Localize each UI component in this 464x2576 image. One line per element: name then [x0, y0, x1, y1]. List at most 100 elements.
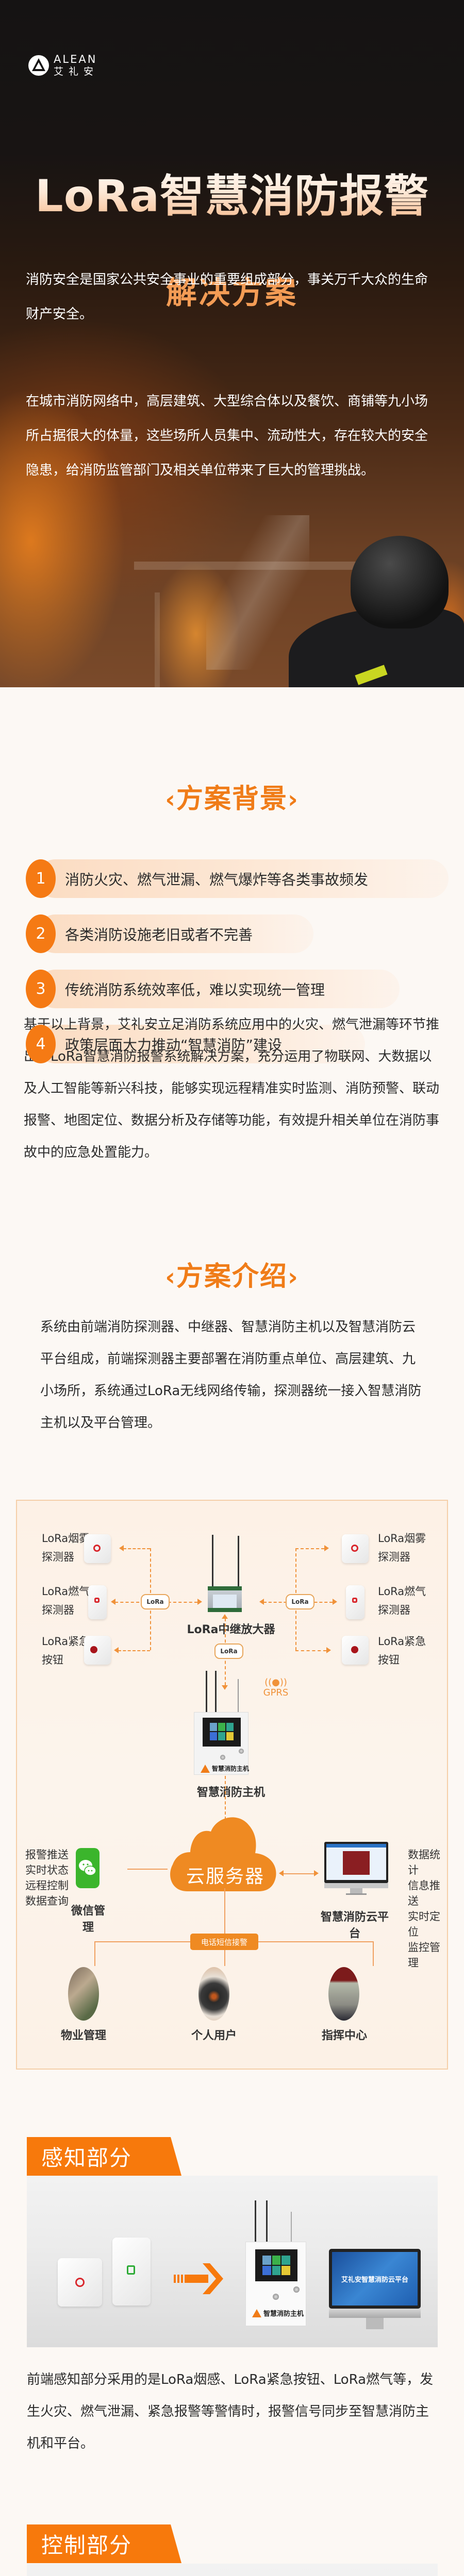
- left-gas-detector-image: [88, 1585, 107, 1619]
- alean-logo-icon: [201, 1764, 210, 1773]
- list-item-number: 3: [26, 970, 56, 1008]
- right-emergency-button-label: LoRa紧急按钮: [378, 1635, 426, 1666]
- chevron-right-icon: ›: [288, 1263, 299, 1292]
- relay-label: LoRa中继放大器: [187, 1623, 275, 1636]
- host-antenna-rod: [238, 1679, 239, 1712]
- page-title: LoRa智慧消防报警: [0, 160, 464, 224]
- left-connector-bottom: [118, 1650, 150, 1651]
- cloud-to-platform-line: [282, 1873, 314, 1874]
- left-smoke-detector-image: [84, 1534, 111, 1563]
- wechat-icon: [76, 1848, 100, 1888]
- host-antenna-right: [266, 2200, 268, 2242]
- list-item-pill: [36, 914, 313, 953]
- list-item: 4 政策层面大力推动“智慧消防”建设: [26, 1025, 368, 1063]
- platform-features: 数据统计 信息推送 实时定位 监控管理: [408, 1849, 440, 1969]
- list-item: 1 消防火灾、燃气泄漏、燃气爆炸等各类事故频发: [26, 859, 449, 898]
- relay-antenna-left: [212, 1535, 213, 1586]
- arrow-right-icon: [174, 2263, 223, 2294]
- sensing-photo: 智慧消防主机 艾礼安智慧消防云平台: [27, 2176, 438, 2347]
- hero-paragraph-1: 消防安全是国家公共安全事业的重要组成部分，事关万千大众的生命财产安全。: [26, 272, 428, 322]
- arrow-left-icon: [279, 1870, 284, 1876]
- arrow-left-icon: [111, 1599, 115, 1605]
- brand-logo: ALEAN 艾礼安: [28, 54, 98, 77]
- section-heading-text: 方案介绍: [176, 1261, 288, 1292]
- list-item: 2 各类消防设施老旧或者不完善: [26, 914, 368, 953]
- right-gas-detector-label: LoRa燃气探测器: [378, 1585, 426, 1616]
- left-emergency-button-image: [84, 1636, 111, 1665]
- left-emergency-button-label: LoRa紧急按钮: [42, 1635, 90, 1666]
- system-architecture-diagram: LoRa烟雾探测器 LoRa燃气探测器 LoRa紧急按钮 LoRa烟雾探测器 L…: [16, 1500, 448, 2070]
- alean-logo-icon: [28, 55, 49, 76]
- arrow-right-icon: [324, 1545, 329, 1551]
- personal-user-photo: [198, 1967, 229, 2021]
- hero-firefighter-helmet: [351, 536, 449, 629]
- right-emergency-button-image: [342, 1636, 369, 1665]
- smart-fire-host-image: 智慧消防主机: [194, 1712, 249, 1775]
- list-item-text: 消防火灾、燃气泄漏、燃气爆炸等各类事故频发: [65, 871, 369, 888]
- monitor-stand: [366, 2318, 384, 2329]
- list-item-number: 1: [26, 859, 56, 898]
- relay-antenna-right: [238, 1536, 239, 1586]
- arrow-down-icon: [222, 1685, 228, 1690]
- cloud-platform-monitor-image: [324, 1842, 388, 1895]
- smoke-detector-image: [58, 2258, 102, 2307]
- hero-bg-post: [155, 592, 160, 687]
- alean-logo-icon: [252, 2309, 261, 2317]
- arrow-right-icon: [333, 1599, 337, 1605]
- page-subtitle: 解决方案: [166, 275, 298, 311]
- background-summary: 基于以上背景，艾礼安立足消防系统应用中的火灾、燃气泄漏等环节推出了LoRa智慧消…: [24, 1017, 440, 1160]
- intro-text: 系统由前端消防探测器、中继器、智慧消防主机以及智慧消防云平台组成，前端探测器主要…: [40, 1319, 422, 1431]
- lora-badge-right: LoRa: [286, 1594, 314, 1609]
- receiver-label-command: 指挥中心: [321, 2029, 367, 2042]
- list-item-text: 传统消防系统效率低，难以实现统一管理: [65, 981, 325, 998]
- lora-badge-left: LoRa: [141, 1594, 170, 1609]
- section-heading-background: ‹方案背景›: [0, 777, 464, 816]
- platform-label: 智慧消防云平台: [320, 1911, 389, 1940]
- right-smoke-detector-label: LoRa烟雾探测器: [378, 1532, 426, 1563]
- hero-paragraph-2: 在城市消防网络中，高层建筑、大型综合体以及餐饮、商铺等九小场所占据很大的体量，这…: [26, 394, 428, 478]
- hero-bg-railing: [134, 562, 423, 570]
- gprs-label: GPRS: [263, 1687, 289, 1698]
- host-antenna-rod: [291, 2212, 292, 2243]
- arrow-up-icon: [222, 1614, 228, 1619]
- arrow-left-icon: [119, 1545, 124, 1551]
- wechat-features: 报警推送 实时状态 远程控制 数据查询: [25, 1849, 69, 1907]
- control-photo: 智慧消防主机: [27, 2564, 438, 2576]
- brand-name-cn: 艾礼安: [54, 66, 99, 77]
- alert-branch-center: [224, 1949, 225, 1966]
- list-item-pill: [36, 859, 449, 898]
- property-management-photo: [68, 1967, 99, 2021]
- arrow-left-icon: [114, 1647, 119, 1653]
- section-heading-text: 方案背景: [176, 784, 288, 815]
- right-connector-bottom: [295, 1650, 326, 1651]
- arrow-right-icon: [314, 1870, 319, 1876]
- list-item-text: 政策层面大力推动“智慧消防”建设: [65, 1036, 283, 1054]
- host-antenna-right: [215, 1671, 217, 1712]
- sensing-text: 前端感知部分采用的是LoRa烟感、LoRa紧急按钮、LoRa燃气等，发生火灾、燃…: [27, 2372, 434, 2451]
- command-center-photo: [328, 1967, 359, 2021]
- left-smoke-detector-label: LoRa烟雾探测器: [42, 1532, 90, 1563]
- arrow-left-icon: [259, 1599, 264, 1605]
- lora-badge-center: LoRa: [214, 1643, 243, 1659]
- left-gas-detector-label: LoRa燃气探测器: [42, 1585, 90, 1616]
- chevron-left-icon: ‹: [165, 1263, 176, 1292]
- cloud-to-alert-line: [224, 1888, 225, 1954]
- background-list: 1 消防火灾、燃气泄漏、燃气爆炸等各类事故频发 2 各类消防设施老旧或者不完善 …: [26, 859, 449, 1080]
- monitor-screen-text: 艾礼安智慧消防云平台: [332, 2252, 418, 2306]
- receiver-label-property: 物业管理: [60, 2029, 106, 2042]
- right-connector-top: [295, 1548, 324, 1549]
- alert-branch-right: [373, 1941, 374, 1966]
- arrow-right-icon: [197, 1599, 202, 1605]
- monitor-chin: [329, 2309, 421, 2318]
- list-item-number: 2: [26, 914, 56, 953]
- wechat-label: 微信管理: [71, 1905, 105, 1934]
- host-antenna-left: [255, 2200, 256, 2242]
- cloud-platform-monitor-image: 艾礼安智慧消防云平台: [329, 2249, 421, 2309]
- list-item-pill: [36, 1025, 365, 1063]
- signal-wave-icon: ((●)): [264, 1677, 287, 1688]
- gas-detector-image: [112, 2238, 151, 2306]
- right-smoke-detector-image: [342, 1534, 369, 1563]
- alert-branch-left: [94, 1941, 95, 1966]
- lora-relay-image: [208, 1586, 242, 1612]
- chevron-right-icon: ›: [288, 785, 299, 814]
